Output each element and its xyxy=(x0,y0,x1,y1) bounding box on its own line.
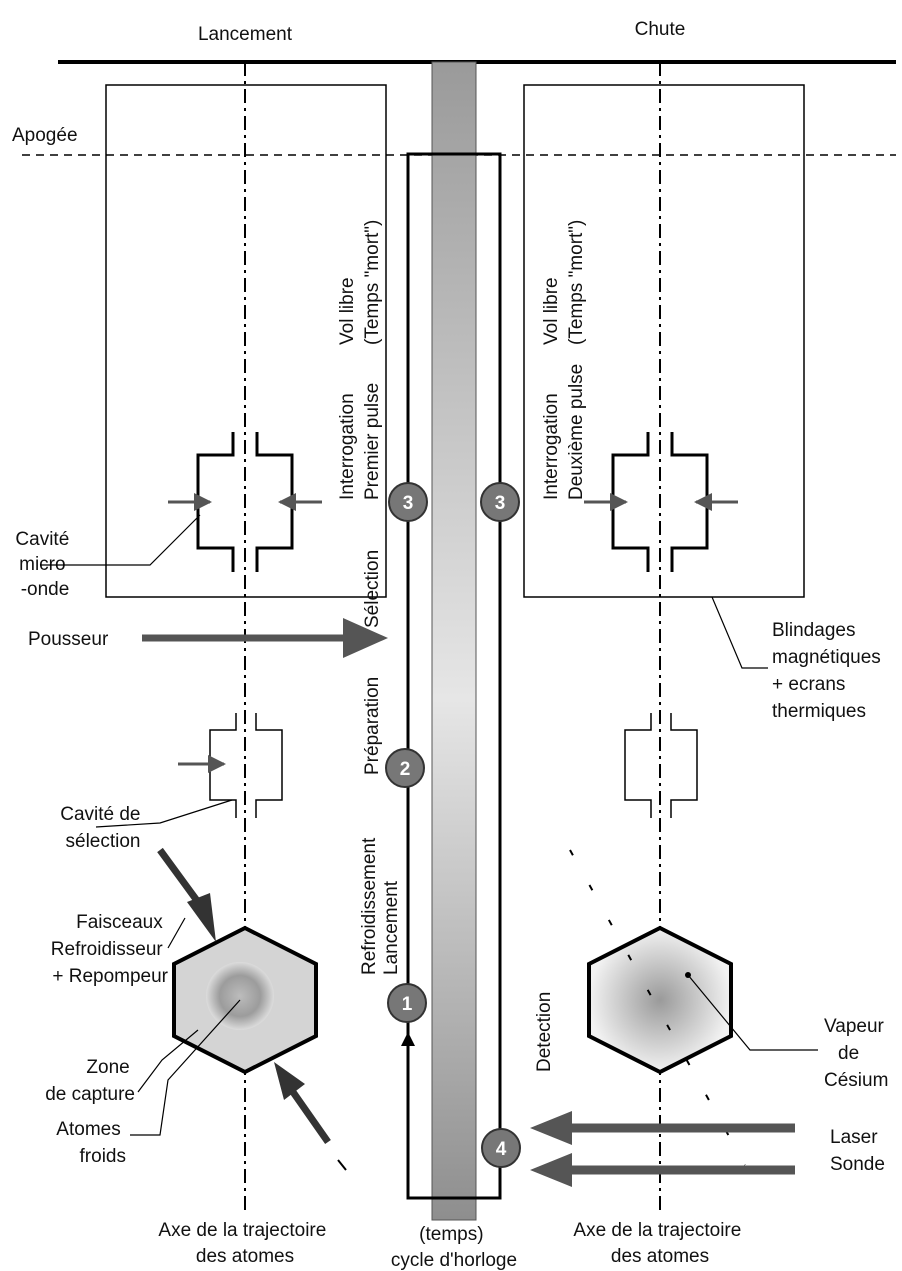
label-clock-cycle: (temps) cycle d'horloge xyxy=(391,1224,517,1271)
label-vapor: Vapeur de Césium xyxy=(824,1016,889,1091)
cavity-feed-left xyxy=(168,493,322,511)
step-1: 1 xyxy=(387,983,427,1023)
cooling-beam-upper xyxy=(157,847,216,942)
step-2: 2 xyxy=(385,748,425,788)
svg-text:1: 1 xyxy=(402,994,413,1015)
label-laser-probe: Laser Sonde xyxy=(830,1127,885,1175)
step-3-right: 3 xyxy=(480,482,520,522)
leader-beams xyxy=(167,917,186,949)
phase-preparation: Préparation xyxy=(362,677,383,775)
step-3-left: 3 xyxy=(388,482,428,522)
cycle-arrowhead xyxy=(401,1032,415,1046)
cavity-feed-right xyxy=(584,493,738,511)
phase-selection: Sélection xyxy=(362,550,383,628)
label-shielding: Blindages magnétiques + ecrans thermique… xyxy=(772,620,886,722)
cold-atom-cloud xyxy=(206,962,274,1030)
label-pusher: Pousseur xyxy=(28,629,109,650)
phase-free-flight-right: Vol libre (Temps "mort") xyxy=(541,220,587,345)
leader-capture-zone xyxy=(137,1029,199,1093)
cycle-loop xyxy=(406,152,502,1200)
laser-probe-arrows xyxy=(530,1111,795,1187)
shielding-box-right xyxy=(523,84,805,598)
vapor-dot xyxy=(685,972,691,978)
step-4: 4 xyxy=(481,1128,521,1168)
svg-text:4: 4 xyxy=(496,1139,507,1160)
title-launch: Lancement xyxy=(198,24,293,45)
leader-shielding xyxy=(711,596,768,669)
label-axis-left: Axe de la trajectoire des atomes xyxy=(158,1220,331,1267)
svg-text:3: 3 xyxy=(403,493,414,514)
phase-interrogation-first: Interrogation Premier pulse xyxy=(337,383,383,500)
leader-selection-cavity xyxy=(95,799,233,828)
vapor-hexagon xyxy=(587,925,733,1075)
leader-vapor xyxy=(687,974,818,1051)
phase-interrogation-second: Interrogation Deuxième pulse xyxy=(541,364,587,500)
label-selection-cavity: Cavité de sélection xyxy=(60,804,146,852)
label-capture-zone: Zone de capture xyxy=(45,1057,135,1105)
label-beams: Faisceaux Refroidisseur + Repompeur xyxy=(51,912,169,987)
phase-free-flight-left: Vol libre (Temps "mort") xyxy=(337,220,383,345)
beam-trace xyxy=(337,1159,347,1171)
title-fall: Chute xyxy=(635,19,686,40)
phase-cooling-launch: Refroidissement Lancement xyxy=(359,832,402,975)
label-cold-atoms: Atomes froids xyxy=(56,1119,126,1167)
leader-microwave-cavity xyxy=(40,514,201,566)
svg-text:3: 3 xyxy=(495,493,506,514)
svg-text:2: 2 xyxy=(400,759,411,780)
cooling-beam-lower xyxy=(274,1062,331,1145)
pusher-arrow xyxy=(142,618,388,658)
leader-cold-atoms xyxy=(130,999,241,1136)
selection-cavity-right xyxy=(624,713,698,818)
selection-feed xyxy=(178,755,226,773)
label-axis-right: Axe de la trajectoire des atomes xyxy=(573,1220,746,1267)
apogee-label: Apogée xyxy=(12,125,78,146)
phase-detection: Detection xyxy=(534,992,555,1072)
clock-time-bar xyxy=(431,61,477,1221)
